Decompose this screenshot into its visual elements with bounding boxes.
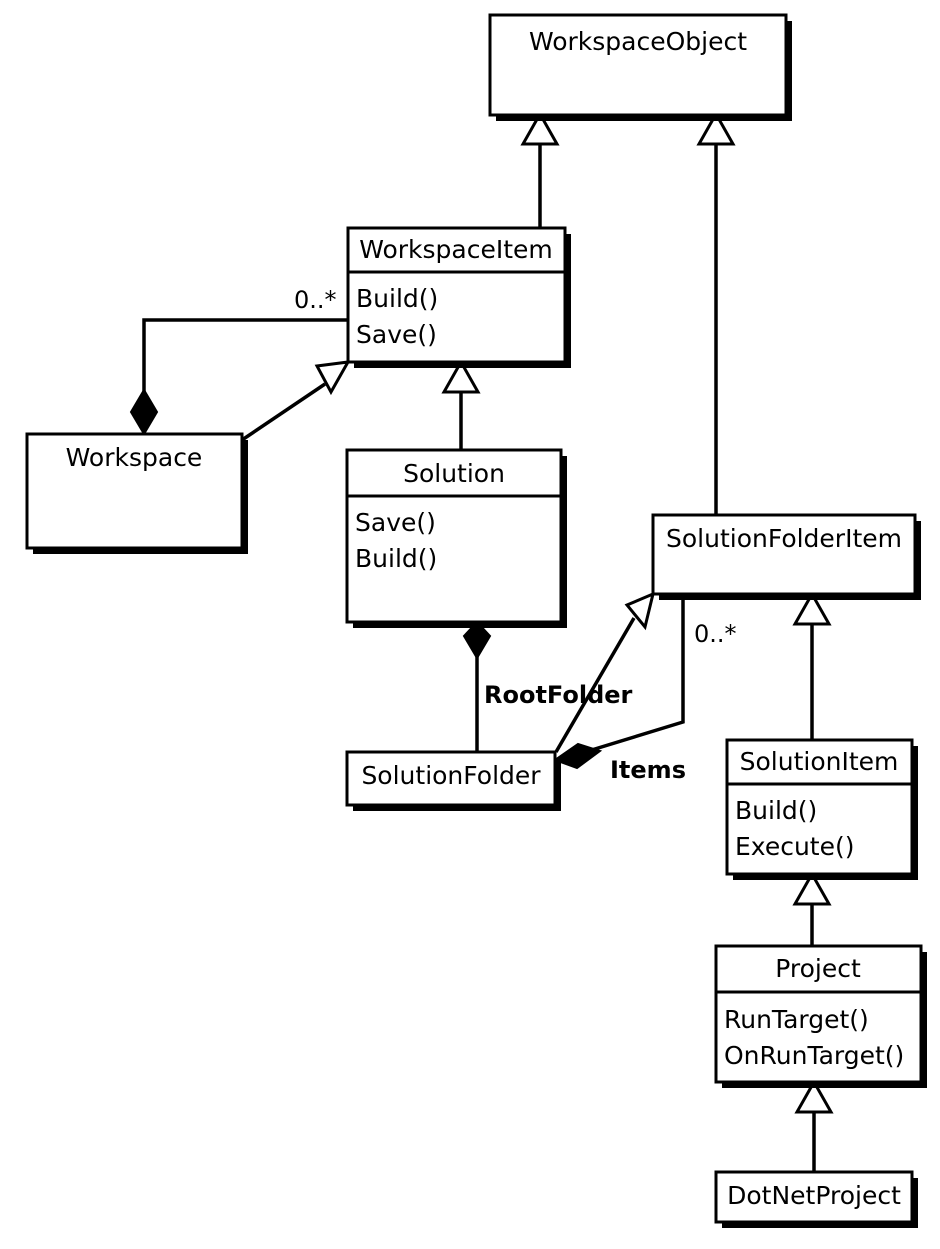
class-member-solutionitem-execute: Execute()	[735, 832, 854, 861]
edge-solutionfolderitem-inherits-workspaceobject	[696, 110, 736, 515]
class-name-dotnetproject: DotNetProject	[727, 1181, 901, 1210]
class-name-solutionfolder: SolutionFolder	[361, 761, 541, 790]
class-member-workspaceitem-build: Build()	[356, 284, 438, 313]
class-box-solutionitem[interactable]: SolutionItem Build() Execute()	[725, 738, 918, 880]
class-member-project-runtarget: RunTarget()	[724, 1005, 869, 1034]
class-box-workspace[interactable]: Workspace	[25, 432, 248, 554]
edge-workspace-composes-workspaceitem: 0..*	[129, 286, 348, 436]
class-box-solutionfolder[interactable]: SolutionFolder	[345, 750, 561, 811]
edge-workspace-inherits-workspaceitem	[241, 360, 351, 442]
class-name-solution: Solution	[403, 459, 505, 488]
class-name-workspaceobject: WorkspaceObject	[529, 27, 747, 56]
edge-workspaceitem-inherits-workspaceobject	[520, 110, 560, 228]
class-box-project[interactable]: Project RunTarget() OnRunTarget()	[714, 944, 927, 1088]
edge-solution-inherits-workspaceitem	[441, 358, 481, 450]
role-label-rootfolder: RootFolder	[484, 681, 633, 709]
edge-dotnetproject-inherits-project	[794, 1078, 834, 1172]
class-name-workspaceitem: WorkspaceItem	[359, 235, 553, 264]
edge-solutionitem-inherits-solutionfolderitem	[792, 590, 832, 740]
edge-solution-composes-solutionfolder: RootFolder	[462, 620, 633, 752]
edge-solutionfolder-inherits-solutionfolderitem	[554, 591, 656, 753]
multiplicity-workspace-items: 0..*	[294, 286, 337, 314]
class-member-project-onruntarget: OnRunTarget()	[724, 1041, 904, 1070]
class-box-workspaceobject[interactable]: WorkspaceObject	[488, 13, 792, 121]
class-member-solution-save: Save()	[355, 508, 436, 537]
class-box-workspaceitem[interactable]: WorkspaceItem Build() Save()	[346, 226, 571, 368]
class-name-solutionfolderitem: SolutionFolderItem	[666, 524, 902, 553]
edge-project-inherits-solutionitem	[792, 870, 832, 946]
role-label-items: Items	[610, 756, 686, 784]
class-member-solutionitem-build: Build()	[735, 796, 817, 825]
class-member-solution-build: Build()	[355, 544, 437, 573]
class-name-solutionitem: SolutionItem	[740, 747, 899, 776]
multiplicity-solutionfolder-items: 0..*	[694, 620, 737, 648]
class-name-project: Project	[775, 954, 861, 983]
edge-solutionfolder-composes-solutionfolderitem: 0..* Items	[552, 594, 737, 784]
class-member-workspaceitem-save: Save()	[356, 320, 437, 349]
class-box-solutionfolderitem[interactable]: SolutionFolderItem	[651, 513, 921, 600]
class-box-solution[interactable]: Solution Save() Build()	[345, 448, 567, 628]
class-box-dotnetproject[interactable]: DotNetProject	[714, 1170, 918, 1228]
class-name-workspace: Workspace	[66, 443, 203, 472]
